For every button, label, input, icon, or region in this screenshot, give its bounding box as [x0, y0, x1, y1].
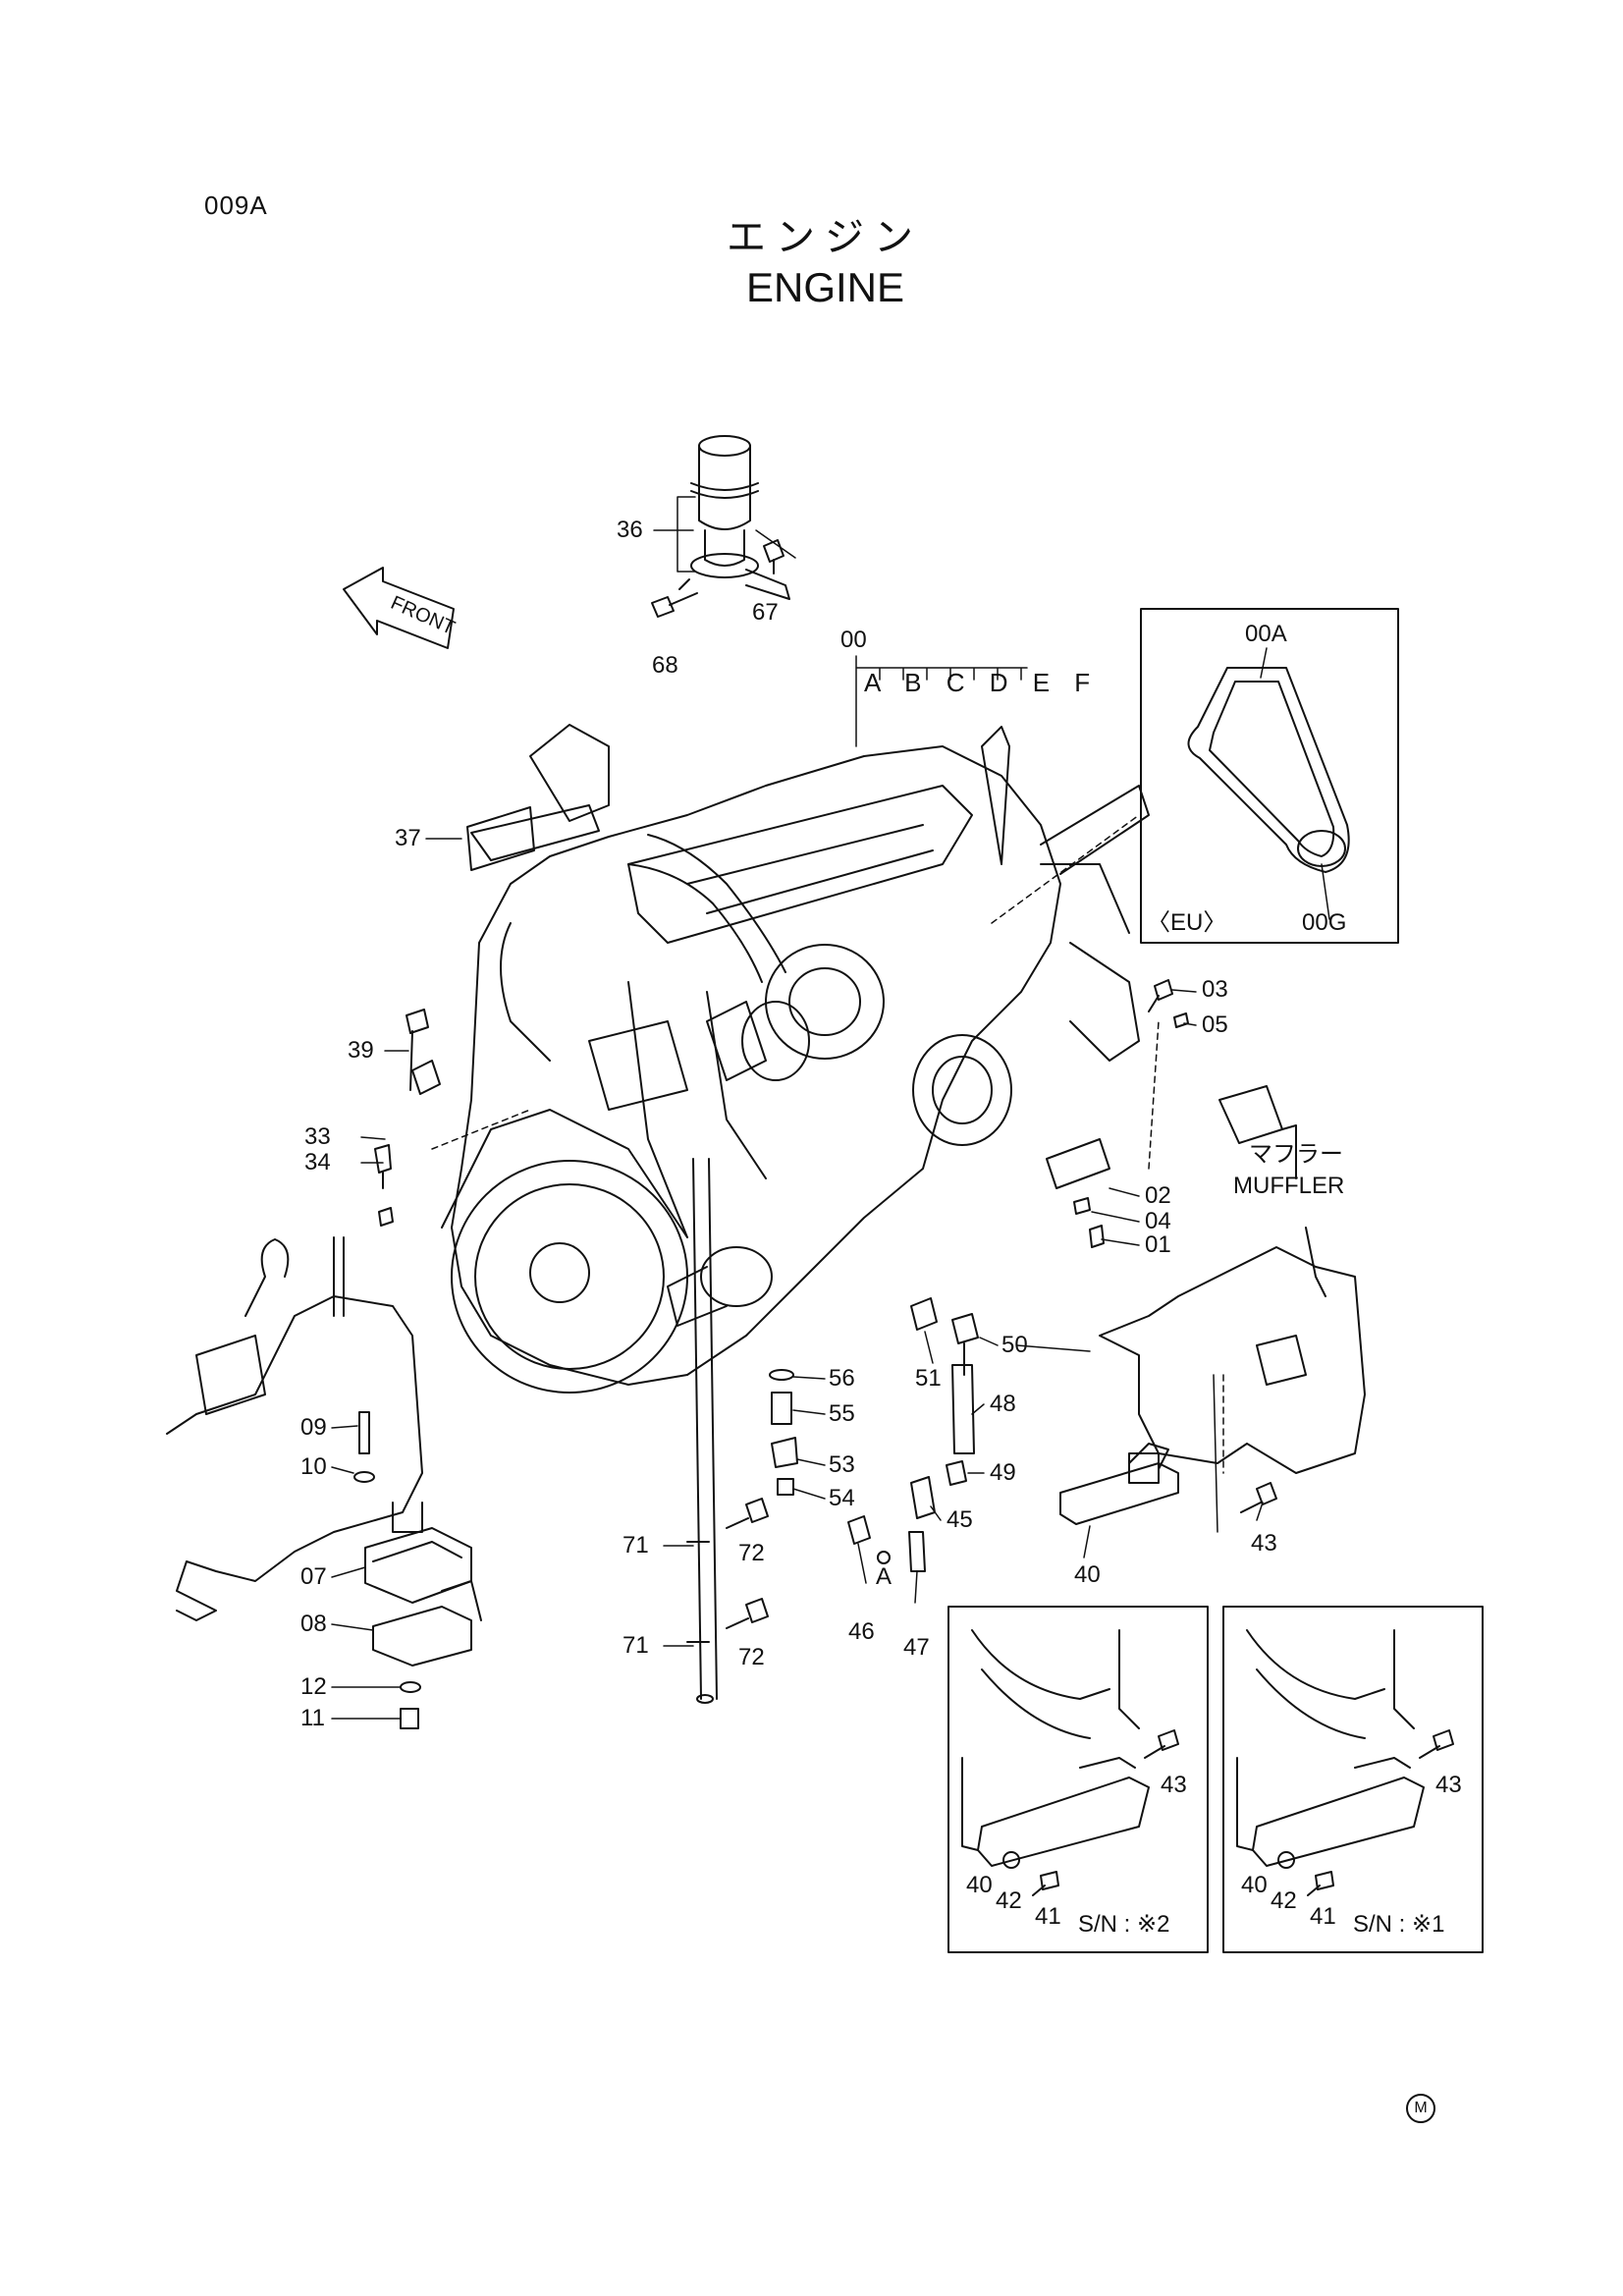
sn2-label: S/N : ※2: [1078, 1911, 1170, 1938]
callout-label: 71: [622, 1632, 649, 1659]
callout-label: 55: [829, 1400, 855, 1427]
callout-label: 67: [752, 599, 779, 626]
callout-label: 49: [990, 1459, 1016, 1486]
callout-label: 08: [300, 1611, 327, 1637]
sn2-inset: [947, 1606, 1209, 1953]
callout-label: 54: [829, 1485, 855, 1511]
page-code: 009A: [204, 191, 268, 220]
callout-label: 42: [996, 1887, 1022, 1914]
callout-label: 40: [966, 1872, 993, 1898]
callout-label: 43: [1435, 1772, 1462, 1798]
sensor-parts-left: [374, 806, 535, 1227]
callout-label: 40: [1241, 1872, 1268, 1898]
callout-label: 46: [848, 1618, 875, 1645]
callout-label: 53: [829, 1451, 855, 1478]
muffler-part: [1218, 1085, 1326, 1297]
callout-label: 71: [622, 1532, 649, 1558]
callout-label: 03: [1202, 976, 1228, 1003]
callout-label: 42: [1271, 1887, 1297, 1914]
callout-label: 11: [300, 1705, 325, 1731]
bolt-67-icon: [763, 539, 784, 574]
engine-mount-parts: [353, 1411, 482, 1729]
callout-label: 00: [840, 627, 867, 653]
callout-label: 45: [947, 1506, 973, 1533]
cover-40-part: [1059, 1443, 1179, 1525]
page-title-en: ENGINE: [746, 264, 905, 310]
callout-label: 37: [395, 825, 421, 851]
muffler-bracket: [1099, 1246, 1366, 1484]
bolt-72-icon: [726, 1498, 769, 1629]
air-cleaner-part: [678, 435, 790, 600]
callout-label: 40: [1074, 1561, 1101, 1588]
callout-label: 36: [617, 517, 643, 543]
callout-label: 39: [348, 1037, 374, 1064]
eu-label: 〈EU〉: [1147, 909, 1227, 936]
m-mark-icon: M: [1406, 2094, 1435, 2123]
muffler-label-en: MUFFLER: [1233, 1173, 1345, 1199]
callout-label: 56: [829, 1365, 855, 1392]
callout-label: 48: [990, 1391, 1016, 1417]
callout-label: 02: [1145, 1182, 1171, 1209]
bolt-68-icon: [651, 592, 698, 618]
sn1-inset: [1222, 1606, 1484, 1953]
sn1-label: S/N : ※1: [1353, 1911, 1445, 1938]
callout-label: 43: [1251, 1530, 1277, 1557]
callout-label: 33: [304, 1123, 331, 1150]
oil-fittings: [769, 1369, 798, 1496]
callout-label: 05: [1202, 1011, 1228, 1038]
callout-label: 50: [1001, 1332, 1028, 1358]
callout-label: 51: [915, 1365, 942, 1392]
belt-inset: [1140, 608, 1399, 944]
callout-label: 68: [652, 652, 678, 679]
callout-label: 04: [1145, 1208, 1171, 1234]
engine-block: [441, 724, 1150, 1394]
leader-lines: [331, 647, 1330, 1720]
callout-label: 10: [300, 1453, 327, 1480]
transmission-housing: [166, 1236, 423, 1621]
callout-label: 00G: [1302, 909, 1347, 936]
callout-label: 47: [903, 1634, 930, 1661]
variant-letters: A B C D E F: [864, 668, 1100, 697]
page-title-jp: エンジン: [727, 215, 923, 260]
callout-label: 09: [300, 1414, 327, 1441]
callout-label: 01: [1145, 1231, 1171, 1258]
dipstick-tube-part: [686, 1158, 718, 1704]
front-arrow-icon: FRONT: [343, 567, 458, 649]
callout-label: 72: [738, 1540, 765, 1566]
callout-label: 72: [738, 1644, 765, 1670]
callout-label: 43: [1161, 1772, 1187, 1798]
callout-label: 07: [300, 1563, 327, 1590]
view-a-label: A: [876, 1563, 893, 1590]
callout-label: 34: [304, 1149, 331, 1175]
small-bolts-right: [1046, 979, 1189, 1248]
callout-label: 41: [1035, 1903, 1061, 1930]
muffler-label-jp: マフラー: [1249, 1141, 1343, 1168]
bolt-43-icon: [1240, 1482, 1277, 1513]
callout-label: 41: [1310, 1903, 1336, 1930]
callout-label: 00A: [1245, 621, 1287, 647]
callout-label: 12: [300, 1673, 327, 1700]
